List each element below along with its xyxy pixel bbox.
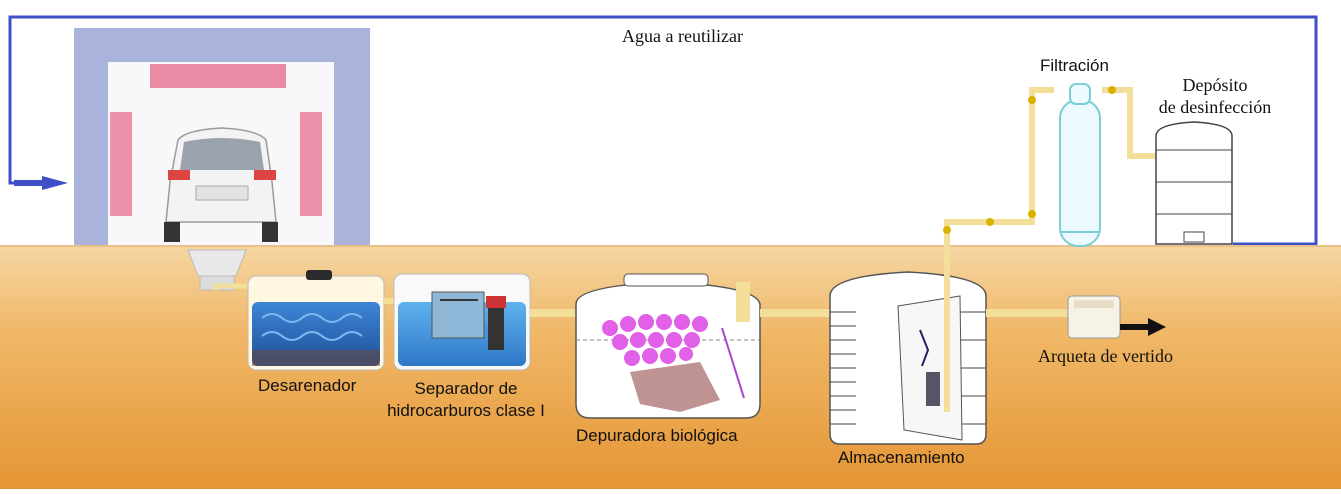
label-disinfection: Depósito de desinfección bbox=[1150, 74, 1280, 118]
label-sand-trap: Desarenador bbox=[258, 376, 357, 395]
label-separator-line2: hidrocarburos clase I bbox=[387, 401, 545, 420]
label-separator-line1: Separador de bbox=[414, 379, 518, 398]
filtration-vessel bbox=[1059, 83, 1101, 247]
label-storage: Almacenamiento bbox=[838, 448, 965, 467]
discharge-box bbox=[1067, 295, 1166, 339]
car-icon bbox=[164, 127, 278, 242]
hydrocarbon-separator-tank bbox=[393, 273, 531, 371]
sand-trap-tank bbox=[247, 270, 385, 371]
filtration-piping bbox=[943, 86, 1156, 236]
drain-hopper bbox=[187, 249, 255, 300]
car-wash-bay bbox=[74, 28, 370, 246]
biological-treatment-tank bbox=[575, 273, 761, 419]
label-bio-plant: Depuradora biológica bbox=[576, 426, 738, 445]
outflow-arrow-icon bbox=[1148, 318, 1166, 336]
label-filtration: Filtración bbox=[1040, 56, 1109, 75]
inflow-arrow-icon bbox=[42, 176, 68, 190]
label-disinfection-line2: de desinfección bbox=[1158, 97, 1272, 117]
storage-tank bbox=[829, 236, 987, 445]
label-disinfection-line1: Depósito bbox=[1182, 75, 1248, 95]
label-separator: Separador de hidrocarburos clase I bbox=[374, 378, 558, 422]
label-reuse-water: Agua a reutilizar bbox=[622, 26, 743, 46]
disinfection-tank bbox=[1155, 121, 1233, 245]
label-discharge: Arqueta de vertido bbox=[1038, 346, 1173, 366]
